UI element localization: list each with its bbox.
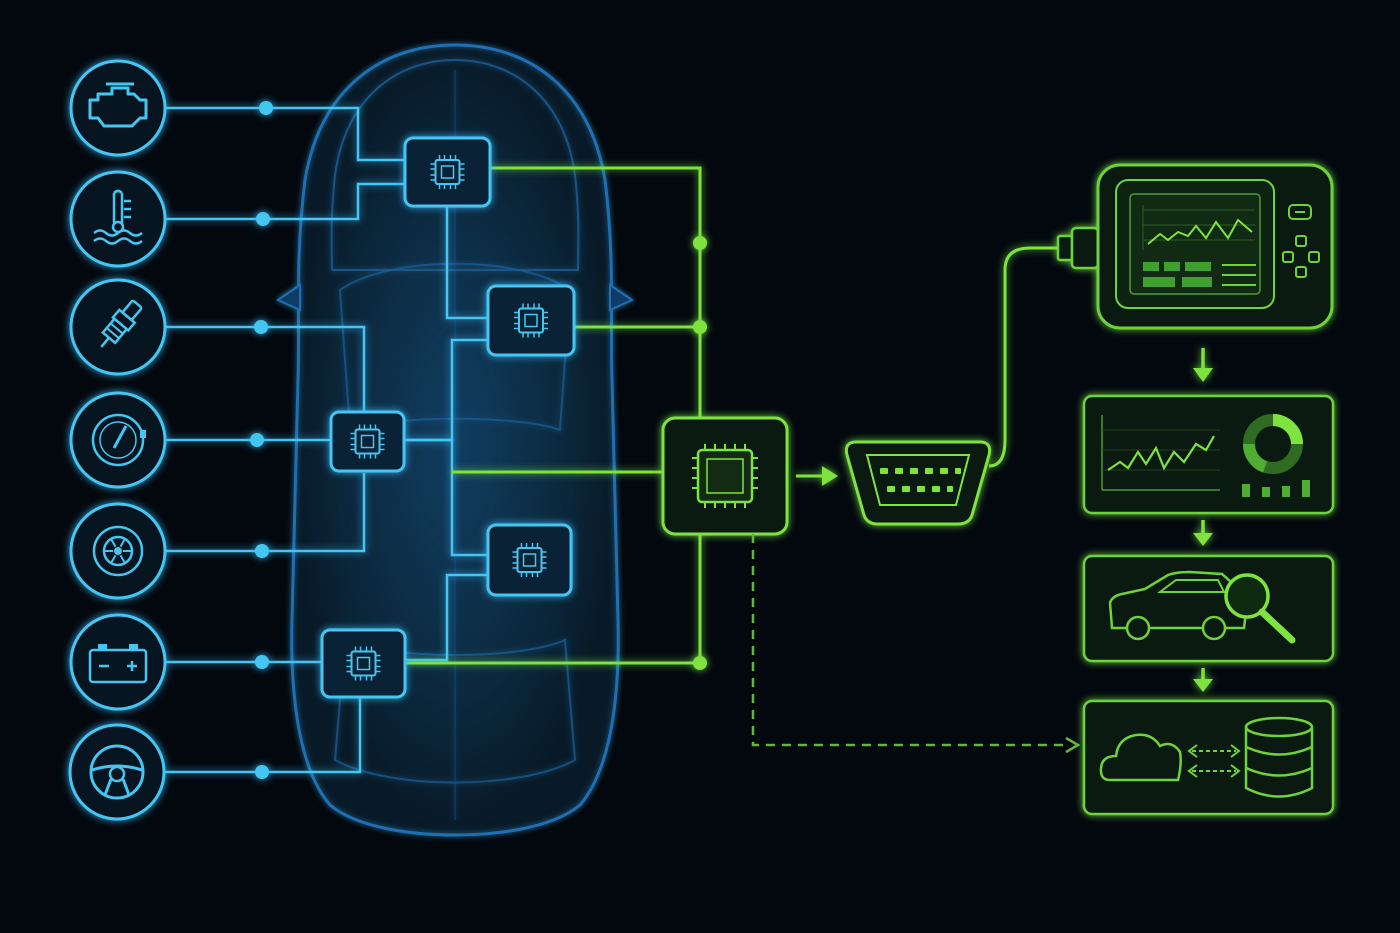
battery-icon — [88, 644, 148, 684]
sensor-node — [69, 59, 167, 157]
wireless-link-dashed — [751, 534, 1068, 747]
steering-wheel-icon — [89, 744, 145, 800]
junction-dot — [259, 101, 273, 115]
junction-dot — [255, 765, 269, 779]
sensor-ring — [69, 613, 167, 711]
down-arrow-icon — [1193, 668, 1213, 692]
sensor-node — [69, 170, 167, 268]
sensor-node — [69, 613, 167, 711]
pipeline-arrows — [1193, 348, 1213, 692]
gateway-module — [661, 416, 789, 536]
sensor-node — [68, 723, 166, 821]
speedometer-gauge-icon — [91, 413, 146, 467]
engine-check-icon — [88, 82, 148, 128]
junction-dot — [250, 433, 264, 447]
analytics-dashboard-icon — [1082, 394, 1335, 515]
obd2-connector-icon — [844, 440, 992, 526]
ecu-chip-icon — [514, 303, 548, 338]
vehicle-inspection-icon — [1082, 554, 1335, 663]
sensor-ring — [68, 723, 166, 821]
ecu-chip-icon — [346, 646, 381, 681]
obd-cable — [988, 246, 1058, 468]
sensor-column — [68, 59, 167, 821]
coolant-temperature-icon — [93, 189, 143, 245]
gateway-chip-icon — [692, 444, 758, 508]
sensor-ring — [69, 278, 167, 376]
sensor-ring — [69, 59, 167, 157]
ecu-chip-icon — [430, 155, 465, 189]
spark-plug-icon — [100, 299, 143, 348]
junction-dot — [693, 656, 707, 670]
ecu-module — [486, 523, 573, 597]
bus-junction-dots — [693, 236, 707, 670]
wheel-brake-icon — [92, 525, 144, 577]
cloud-database-sync-icon — [1082, 699, 1335, 816]
ecu-module — [320, 628, 407, 699]
ecu-chip-icon — [512, 543, 547, 577]
wireless-link-arrowhead — [1065, 736, 1081, 754]
junction-dot — [254, 320, 268, 334]
sensor-junction-dots — [250, 101, 273, 779]
diagnostic-scanner-icon — [1056, 163, 1334, 330]
gateway-to-connector-arrow — [796, 466, 838, 486]
ecu-modules — [320, 136, 576, 699]
ecu-chip-icon — [350, 424, 385, 459]
junction-dot — [693, 320, 707, 334]
junction-dot — [255, 655, 269, 669]
junction-dot — [255, 544, 269, 558]
sensor-node — [69, 391, 167, 489]
down-arrow-icon — [1193, 348, 1213, 382]
ecu-module — [486, 284, 576, 357]
ecu-module — [403, 136, 492, 208]
down-arrow-icon — [1193, 520, 1213, 546]
sensor-node — [69, 278, 167, 376]
junction-dot — [256, 212, 270, 226]
junction-dot — [693, 236, 707, 250]
sensor-node — [69, 502, 167, 600]
sensor-wiring — [165, 106, 488, 774]
ecu-module — [329, 410, 406, 473]
sensor-ring — [69, 170, 167, 268]
